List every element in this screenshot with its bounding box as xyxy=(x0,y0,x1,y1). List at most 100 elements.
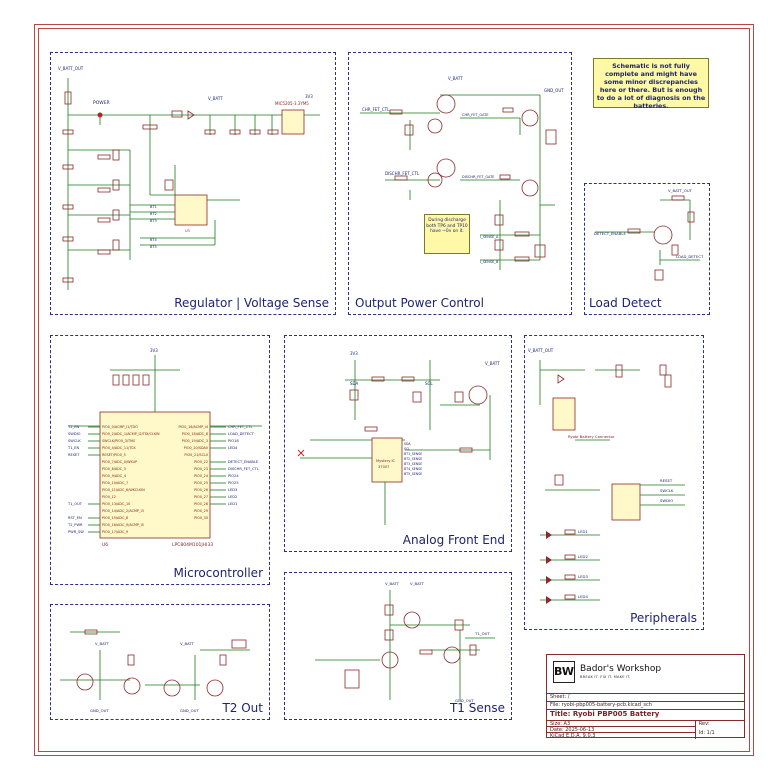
net-bt1: BT1 xyxy=(150,205,157,209)
tb-sheet: Sheet: / xyxy=(547,693,744,701)
block-title-afe: Analog Front End xyxy=(402,533,505,547)
discharge-note: During discharge both TP6 and TP10 have … xyxy=(424,214,470,254)
load-mosfet-icon xyxy=(653,225,673,245)
power-led-icon xyxy=(97,112,103,118)
mcu-right-pin-name: PIO0_20/SDA0 xyxy=(184,446,208,450)
mcu-left-net: RESET xyxy=(68,453,80,457)
power-mosfet-2-icon xyxy=(521,179,539,197)
mcu-left-pin-name: SWCLK/PIO0_3/TMS xyxy=(102,439,135,443)
net-gnd-out: GND_OUT xyxy=(544,88,564,93)
power-mosfet-1-icon xyxy=(521,109,539,127)
net-bt2: BT2 xyxy=(150,212,157,216)
block-output-power: Output Power Control xyxy=(348,52,572,315)
mcu-left-pin-name: PIO0_11/ADC_6/WKCLKIN xyxy=(102,488,145,492)
afe-mosfet-icon xyxy=(468,385,488,405)
net-afe-vbatt: V_BATT xyxy=(485,361,500,366)
mosfet-q2-icon xyxy=(436,158,456,178)
tb-id: Id: 1/1 xyxy=(698,730,715,736)
net-power: POWER xyxy=(93,100,110,106)
mcu-right-net: DETECT_ENABLE xyxy=(228,460,259,464)
mcu-right-net: PIO24 xyxy=(228,474,239,478)
mcu-right-net: CHR_FET_CTL xyxy=(228,425,253,429)
mcu-left-pin-name: PIO0_17/ADC_9 xyxy=(102,530,128,534)
mcu-right-pin-name: PIO0_24 xyxy=(194,474,208,478)
mcu-left-pin-name: PIO0_8/ADC_5 xyxy=(102,467,126,471)
ryobi-connector-label: Ryobi Battery Connector xyxy=(568,434,615,439)
tb-size: Size: A3 xyxy=(547,720,695,727)
tb-file: File: ryobi-pbp005-battery-pcb.kicad_sch xyxy=(547,701,744,709)
net-labels: V_BATT_OUT POWER V_BATT 3V3 MIC5205-3.3Y… xyxy=(58,66,704,713)
tb-rev-cell: Rev: Id: 1/1 xyxy=(694,720,744,739)
block-analog-front-end: Analog Front End xyxy=(284,335,512,552)
mcu-left-net: SWDIO xyxy=(68,432,81,436)
mcu-left-net: T1_OUT xyxy=(67,502,83,506)
block-microcontroller: Microcontroller xyxy=(50,335,270,585)
net-t1-out: T1_OUT xyxy=(474,631,490,636)
tb-kicad: KiCad E.D.A. 9.0.3 xyxy=(547,732,695,739)
mcu-right-net: LED2 xyxy=(228,495,237,499)
output-components xyxy=(389,94,557,262)
mcu-components xyxy=(99,374,211,539)
t2-mosfet-1-icon xyxy=(76,673,94,691)
t2-mosfet-2-icon xyxy=(163,679,181,697)
mcu-right-pin-name: PIO0_18/ADC_8 xyxy=(182,432,208,436)
net-t1-gnd: GND_OUT xyxy=(455,698,474,703)
ryobi-connector xyxy=(552,397,576,431)
net-reset: RESET xyxy=(660,478,673,483)
block-title-mcu: Microcontroller xyxy=(173,566,263,580)
net-load-detect: LOAD_DETECT xyxy=(676,254,704,259)
mcu-right-net: LED3 xyxy=(228,488,237,492)
tb-title: Title: Ryobi PBP005 Battery xyxy=(547,709,744,720)
mcu-right-net: DISCHR_FET_CTL xyxy=(228,467,259,471)
mcu-chip xyxy=(99,411,211,539)
mcu-left-pin-name: PIO0_13/ADC_10 xyxy=(102,502,130,506)
afe-components xyxy=(297,376,488,483)
afe-wiring xyxy=(300,360,491,525)
led1-label: LED1 xyxy=(578,529,588,534)
mcu-right-pin-name: PIO0_25 xyxy=(194,481,208,485)
afe-pin-label: BT1_SENSE xyxy=(404,452,422,456)
mcu-wiring xyxy=(68,355,262,427)
mcu-left-net: T2_EN xyxy=(67,425,80,429)
tb-rev: Rev: xyxy=(698,721,710,727)
mcu-right-pin-name: PIO0_26 xyxy=(194,488,208,492)
afe-pin-label: BT4_SENSE xyxy=(404,467,422,471)
t1-components xyxy=(344,604,477,689)
mcu-left-pin-name: PIO0_2/ADC_1/ACMP_I2/TDI/CLKIN xyxy=(102,432,160,436)
block-title-regulator: Regulator | Voltage Sense xyxy=(174,296,329,310)
mcu-right-pin-name: PIO0_28 xyxy=(194,502,208,506)
net-vbatt: V_BATT xyxy=(208,96,223,101)
net-chr-fet-ctl: CHR_FET_CTL xyxy=(362,107,390,112)
output-wiring xyxy=(360,94,555,270)
mcu-right-pin-name: PIO0_16/ACMP_I4 xyxy=(179,425,208,429)
net-swclk: SWCLK xyxy=(660,488,674,493)
mcu-left-pin-name: PIO0_9/ADC_4 xyxy=(102,474,126,478)
mcu-right-pin-name: PIO0_22 xyxy=(194,460,208,464)
brand-tagline: BREAK IT. FIX IT. MAKE IT. xyxy=(580,675,631,679)
block-title-periph: Peripherals xyxy=(630,611,697,625)
afe-chip xyxy=(371,437,403,483)
mcu-ref: U6 xyxy=(102,542,108,548)
net-dischr-fet-gate: DISCHR_FET_GATE xyxy=(462,175,495,179)
block-t1-sense: T1 Sense xyxy=(284,572,512,720)
afe-ic-label: Mystery IC xyxy=(376,459,396,463)
mcu-left-net: T2_PWR xyxy=(67,523,83,527)
mcu-left-net: T1_EN xyxy=(67,446,80,450)
mcu-left-net: RST_EN xyxy=(68,516,82,520)
net-i-sense-b: I_SENSE_B xyxy=(480,260,499,264)
mcu-right-net: PIO18 xyxy=(228,439,239,443)
net-detect-enable: DETECT_ENABLE xyxy=(594,231,626,236)
mcu-left-pin-name: PIO0_15/ADC_8 xyxy=(102,516,128,520)
schematic-note: Schematic is not fully complete and migh… xyxy=(593,58,709,110)
t1-connector xyxy=(344,669,360,689)
net-t2-vbatt: V_BATT xyxy=(95,641,110,646)
mcu-left-net: PWR_SW xyxy=(68,530,84,534)
block-title-load: Load Detect xyxy=(589,296,662,310)
mcu-left-pin-name: PIO0_14/ADC_2/ACMP_I3 xyxy=(102,509,144,513)
t2-wiring xyxy=(60,631,250,700)
sheet-inner-frame xyxy=(38,28,750,752)
net-vbatt-out-2: V_BATT xyxy=(448,76,463,81)
net-i-sense-a: I_SENSE_A xyxy=(480,235,499,239)
mcu-left-pin-name: PIO0_4/ADC_11/TCK xyxy=(102,446,137,450)
